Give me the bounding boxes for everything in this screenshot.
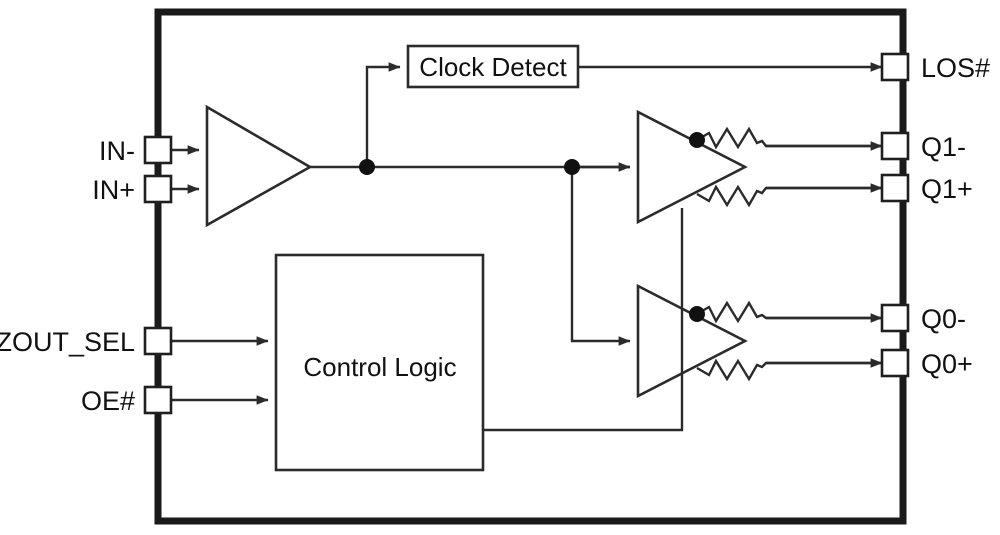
label-q0-plus: Q0+ [921, 349, 973, 379]
label-oe-hash: OE# [81, 386, 135, 416]
label-q0-minus: Q0- [921, 304, 966, 334]
pin-q0-minus[interactable] [880, 303, 910, 333]
res-q1-plus [696, 184, 882, 208]
pin-q1-minus[interactable] [880, 131, 910, 161]
clock-detect-block [406, 44, 580, 89]
label-zout-sel: ZOUT_SEL [0, 327, 135, 357]
pin-oe-hash[interactable] [143, 385, 173, 415]
net-fanout-to-q0 [570, 167, 631, 346]
device-outline [154, 8, 907, 525]
res-q1-minus [696, 126, 882, 150]
label-in-minus: IN- [99, 136, 135, 166]
label-los-hash: LOS# [921, 53, 990, 83]
junction-q0-branch-tap [564, 159, 580, 175]
pin-q0-plus[interactable] [880, 348, 910, 378]
pin-in-minus[interactable] [143, 135, 173, 165]
output-buffer-q0-amp [636, 283, 748, 399]
junction-q0-source [689, 306, 705, 322]
junction-clock-detect-tap [359, 159, 375, 175]
label-q1-plus: Q1+ [921, 174, 973, 204]
pin-q1-plus[interactable] [880, 173, 910, 203]
input-buffer-amp [205, 104, 313, 228]
pin-zout-sel[interactable] [143, 326, 173, 356]
pin-in-plus[interactable] [143, 174, 173, 204]
pin-los-hash[interactable] [880, 52, 910, 82]
output-buffer-q1-amp [636, 109, 748, 225]
control-logic-label: Control Logic [303, 352, 456, 382]
res-q0-minus [696, 300, 882, 324]
net-control-to-buffers [483, 208, 684, 432]
label-q1-minus: Q1- [921, 132, 966, 162]
clock-detect-label: Clock Detect [419, 52, 567, 82]
junction-q1-source [689, 132, 705, 148]
net-clock-detect-in [365, 62, 401, 167]
res-q0-plus [696, 358, 882, 382]
label-in-plus: IN+ [92, 175, 135, 205]
control-logic-block [274, 253, 485, 472]
